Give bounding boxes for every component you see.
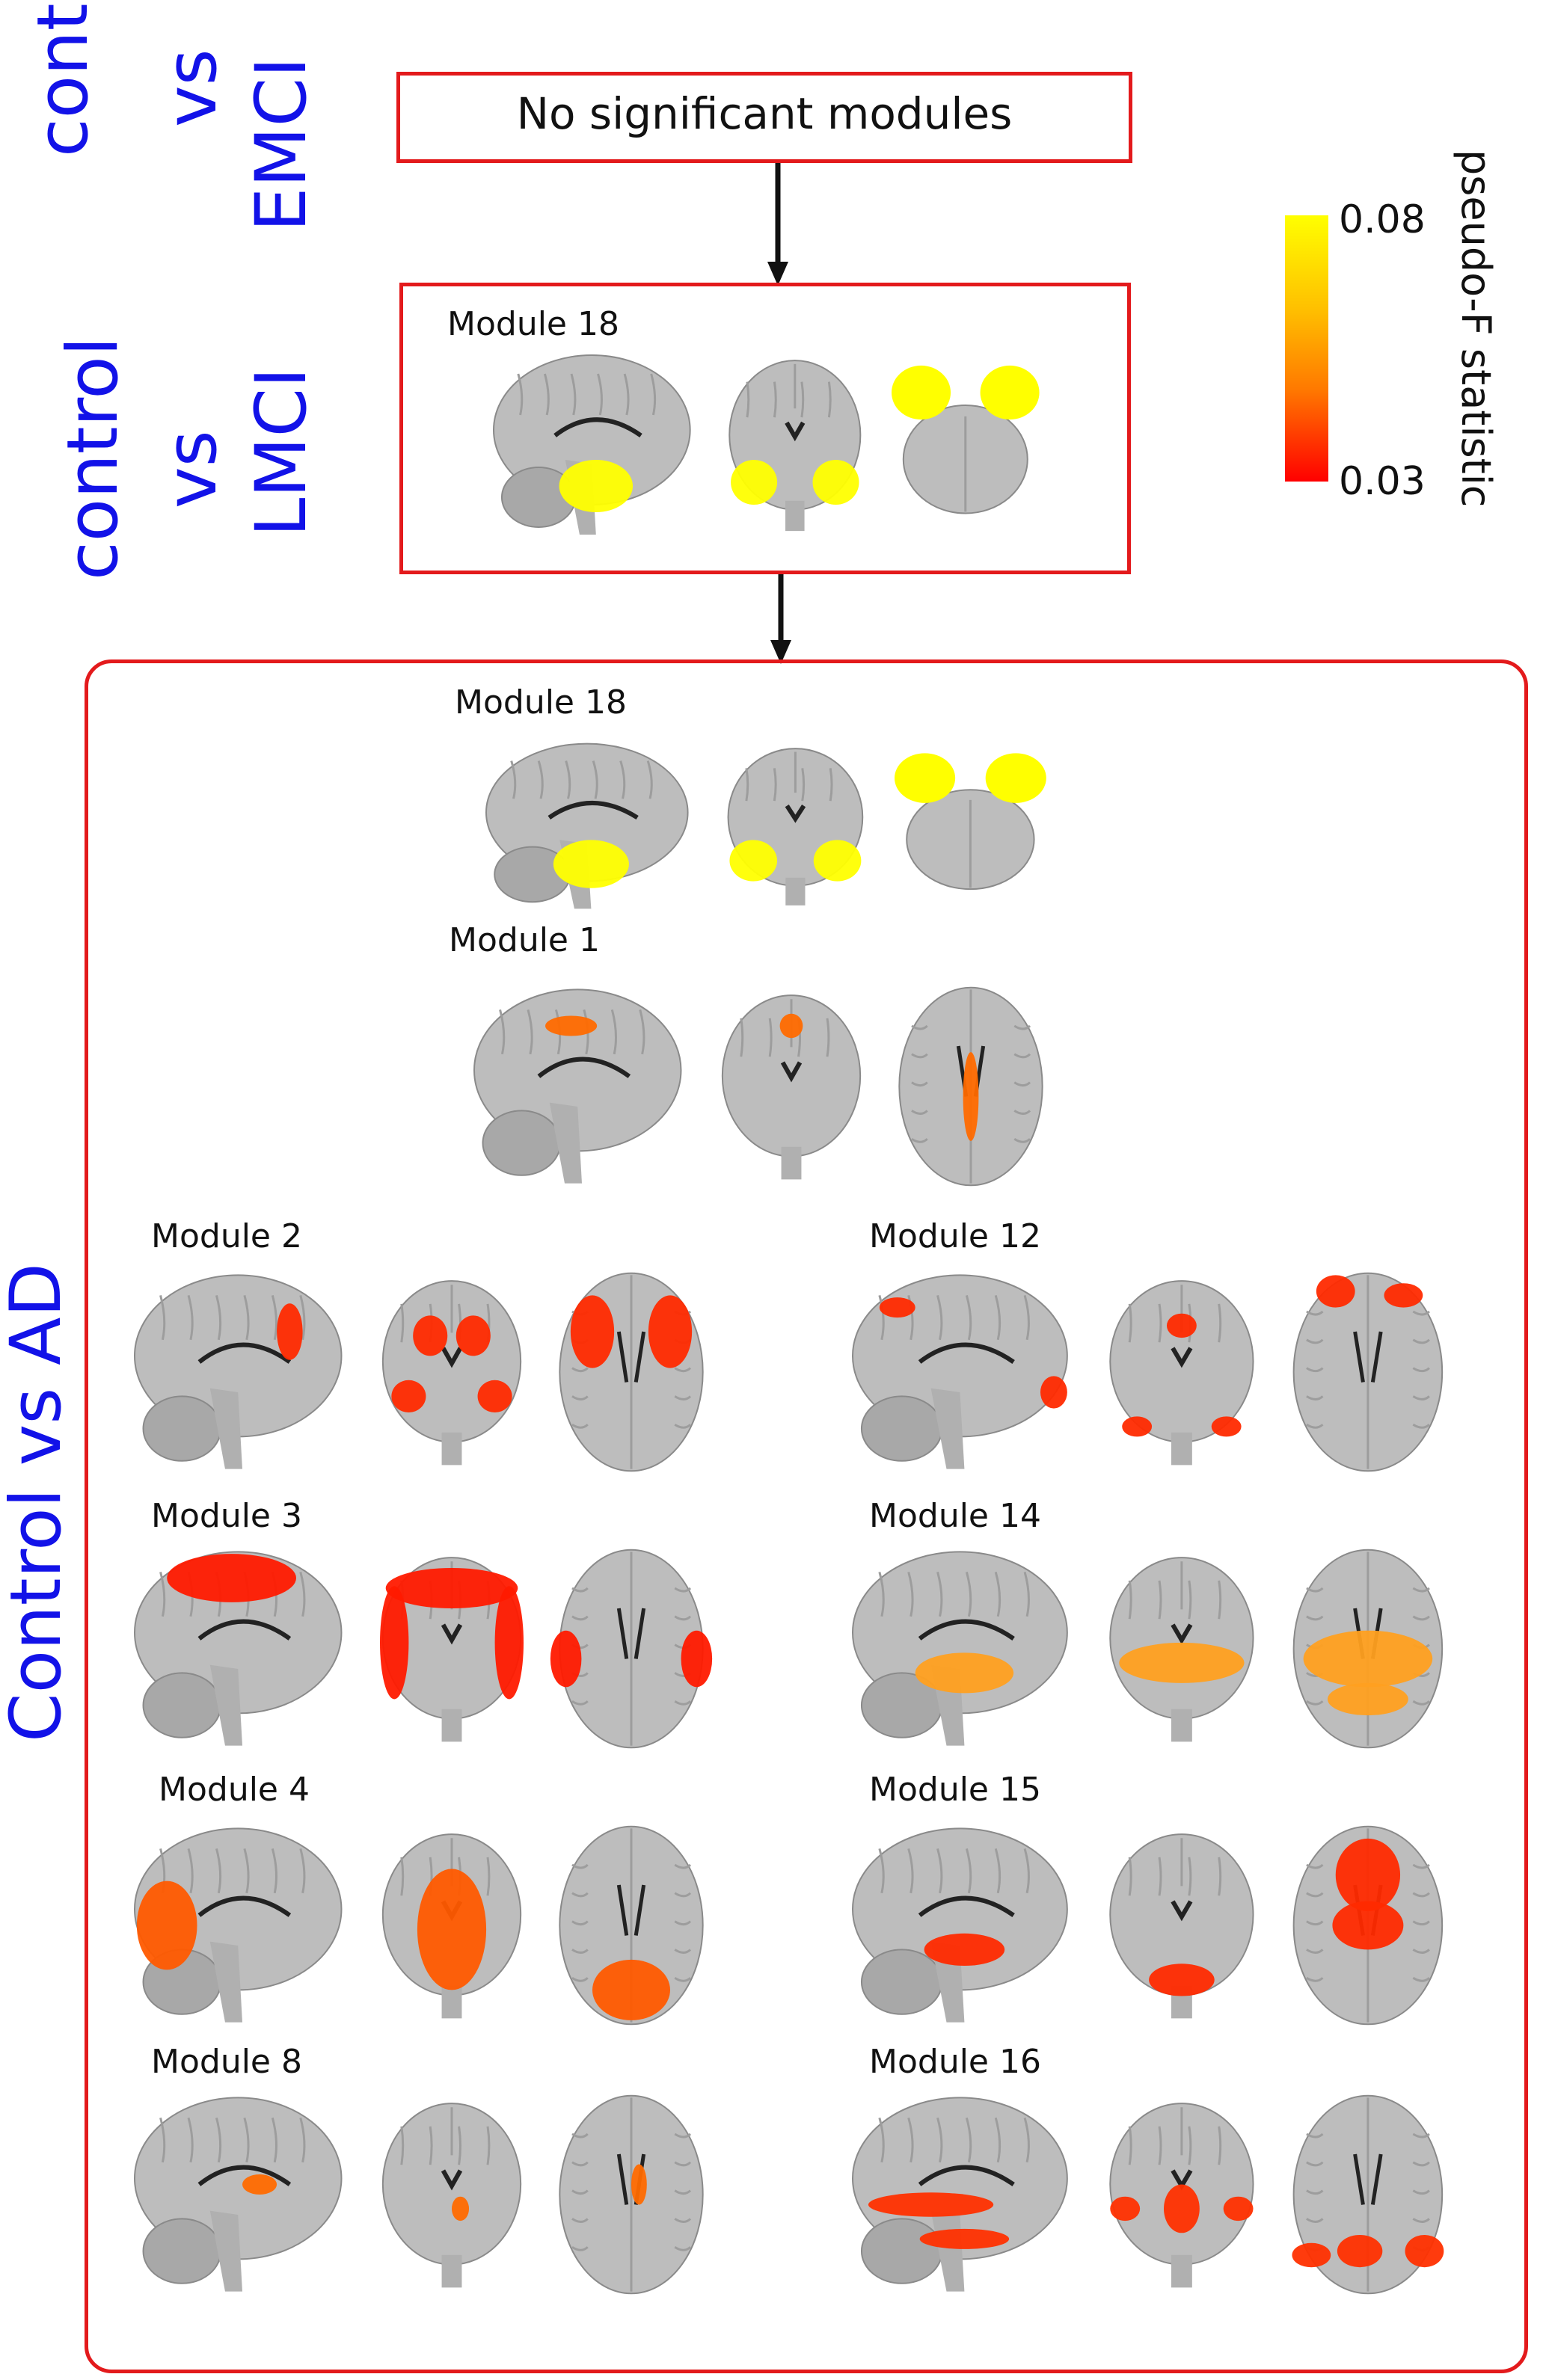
ad-brain-row-8-graphic xyxy=(134,2094,704,2295)
ad-brain-row-15-graphic xyxy=(852,1825,1444,2026)
ad-brain-row-3-graphic xyxy=(134,1549,713,1749)
row-label-control-lmci-line1: control xyxy=(52,336,134,580)
row-label-control-emci-line3: EMCI xyxy=(241,57,322,232)
ad-brain-row-18-graphic xyxy=(485,742,1046,909)
ad-module-label-18: Module 18 xyxy=(455,683,627,722)
colorbar-title: pseudo-F statistic xyxy=(1453,150,1500,508)
ad-module-label-16: Module 16 xyxy=(869,2043,1041,2081)
ad-brain-row-8 xyxy=(134,2094,733,2296)
ad-result-box xyxy=(85,659,1528,2373)
ad-brain-row-16 xyxy=(852,2094,1473,2296)
emci-result-box xyxy=(396,72,1132,163)
ad-brain-row-12 xyxy=(852,1271,1473,1473)
ad-brain-row-1-graphic xyxy=(473,986,1043,1187)
lmci-result-box xyxy=(399,283,1131,574)
row-label-control-emci-line2: vs xyxy=(151,49,233,127)
ad-brain-row-2 xyxy=(134,1271,733,1473)
ad-module-label-8: Module 8 xyxy=(151,2043,302,2081)
ad-module-label-4: Module 4 xyxy=(159,1771,310,1809)
arrow-down-1 xyxy=(767,163,788,286)
ad-brain-row-3 xyxy=(134,1548,733,1750)
row-label-control-lmci-line3: LMCI xyxy=(241,367,322,537)
ad-module-label-3: Module 3 xyxy=(151,1497,302,1535)
ad-brain-row-15 xyxy=(852,1824,1473,2026)
ad-brain-row-4 xyxy=(134,1824,733,2026)
row-label-control-lmci-line2: vs xyxy=(151,430,233,508)
ad-brain-row-12-graphic xyxy=(852,1272,1444,1472)
arrow-down-2 xyxy=(770,574,791,664)
row-label-control-ad: Control vs AD xyxy=(0,1263,77,1742)
colorbar-min-label: 0.03 xyxy=(1339,459,1426,504)
ad-module-label-1: Module 1 xyxy=(449,921,600,959)
lmci-brain-row-graphic xyxy=(493,354,1040,535)
ad-module-label-2: Module 2 xyxy=(151,1217,302,1255)
ad-brain-row-14-graphic xyxy=(852,1549,1444,1749)
lmci-brain-row xyxy=(493,351,1062,538)
ad-module-label-12: Module 12 xyxy=(869,1217,1041,1255)
ad-brain-row-2-graphic xyxy=(134,1272,704,1472)
no-significant-modules-text: No significant modules xyxy=(516,88,1013,139)
lmci-module-label: Module 18 xyxy=(447,305,619,343)
colorbar xyxy=(1285,215,1328,482)
ad-brain-row-4-graphic xyxy=(134,1825,704,2026)
ad-module-label-14: Module 14 xyxy=(869,1497,1041,1535)
ad-brain-row-14 xyxy=(852,1548,1473,1750)
colorbar-max-label: 0.08 xyxy=(1339,197,1426,242)
ad-brain-row-18 xyxy=(485,740,1070,912)
ad-brain-row-16-graphic xyxy=(852,2094,1444,2295)
ad-brain-row-1 xyxy=(473,985,1073,1187)
row-label-control-emci-line1: control xyxy=(22,0,104,157)
ad-module-label-15: Module 15 xyxy=(869,1771,1041,1809)
